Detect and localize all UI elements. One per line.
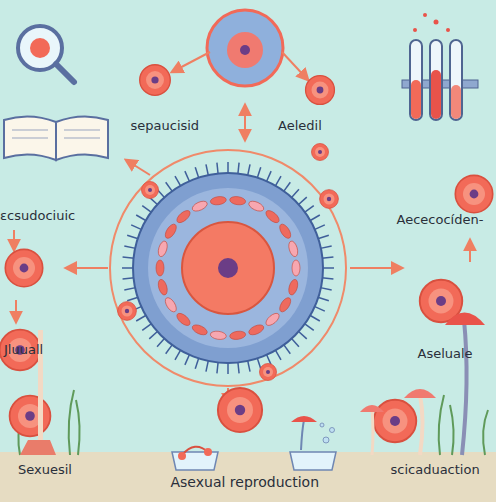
text-label: Sexuesil [18, 462, 72, 478]
book [4, 116, 108, 160]
ring-segment [247, 323, 265, 337]
text-label: Aeledil [278, 118, 322, 134]
ring-segment [278, 296, 293, 314]
ring-segment [278, 222, 293, 240]
ring-segment [157, 278, 169, 296]
arrows [14, 52, 470, 404]
text-label: Jluuall [4, 342, 43, 358]
text-label: Aececocíden- [397, 212, 484, 228]
ring-segment [163, 296, 178, 314]
text-label: Aseluale [418, 346, 473, 362]
ring-segment [191, 323, 209, 337]
text-label: Asexual reproduction [171, 474, 320, 490]
ring-segment [264, 311, 281, 328]
central-cell [110, 150, 346, 386]
ring-segment [292, 260, 300, 276]
ring-segment [287, 240, 299, 258]
ring-segment [191, 199, 209, 213]
ring-segment [175, 208, 192, 225]
text-label: scicaduaction [391, 462, 480, 478]
ring-segment [229, 330, 246, 340]
test-tubes [402, 13, 478, 120]
magnifier [18, 26, 74, 82]
red-cells [0, 65, 493, 443]
water-dishes [172, 416, 336, 470]
ring-segment [247, 199, 265, 213]
ring-segment [163, 222, 178, 240]
text-label: ɛcsudociuic [0, 208, 75, 224]
top-cell [207, 10, 283, 86]
text-label: sepaucisid [131, 118, 200, 134]
mushrooms [20, 313, 485, 456]
ring-segment [156, 260, 164, 276]
ring-segment [210, 196, 227, 206]
ring-segment [157, 240, 169, 258]
ring-segment [287, 278, 299, 296]
ring-segment [229, 196, 246, 206]
ring-segment [175, 311, 192, 328]
ring-segment [210, 330, 227, 340]
ground [0, 452, 496, 502]
ring-segment [264, 208, 281, 225]
